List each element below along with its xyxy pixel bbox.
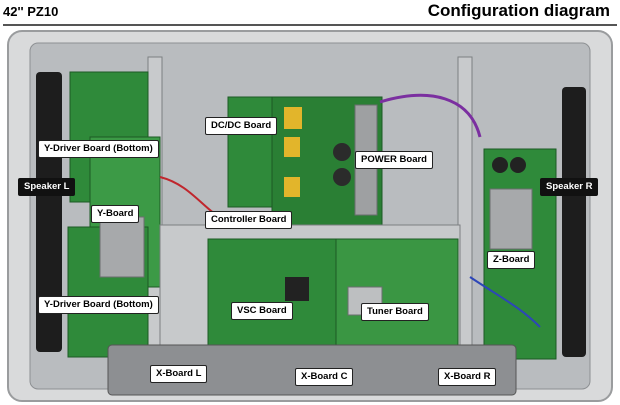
- vsc-board: [207, 238, 337, 352]
- power-transformer-2: [284, 137, 300, 157]
- z-heatsink: [489, 188, 533, 250]
- y-heatsink: [99, 216, 145, 278]
- label-speaker-l: Speaker L: [18, 178, 76, 196]
- power-capacitor-1: [333, 143, 351, 161]
- z-capacitor-2: [510, 157, 526, 173]
- power-transformer-1: [284, 107, 302, 129]
- power-transformer-3: [284, 177, 300, 197]
- speaker-right: [562, 87, 586, 357]
- label-tuner-board: Tuner Board: [361, 303, 429, 321]
- label-y-board: Y-Board: [91, 205, 140, 223]
- model-name: 42'' PZ10: [3, 4, 59, 19]
- label-vsc-board: VSC Board: [231, 302, 293, 320]
- dcdc-board: [227, 96, 275, 208]
- label-x-board-c: X-Board C: [295, 368, 354, 386]
- label-x-board-l: X-Board L: [150, 365, 208, 383]
- label-z-board: Z-Board: [487, 251, 536, 269]
- label-controller-board: Controller Board: [205, 211, 293, 229]
- z-capacitor-1: [492, 157, 508, 173]
- header-divider: [3, 24, 617, 26]
- label-x-board-r: X-Board R: [438, 368, 497, 386]
- label-dcdc-board: DC/DC Board: [205, 117, 278, 135]
- power-capacitor-2: [333, 168, 351, 186]
- label-y-driver-board-bottom: Y-Driver Board (Bottom): [38, 296, 159, 314]
- label-speaker-r: Speaker R: [540, 178, 599, 196]
- header: 42'' PZ10 Configuration diagram: [0, 0, 620, 26]
- wire-purple: [379, 94, 482, 138]
- vsc-chip: [285, 277, 309, 301]
- label-power-board: POWER Board: [355, 151, 433, 169]
- label-y-driver-board-top: Y-Driver Board (Bottom): [38, 140, 159, 158]
- wire-blue: [469, 276, 541, 328]
- page-title: Configuration diagram: [427, 1, 610, 20]
